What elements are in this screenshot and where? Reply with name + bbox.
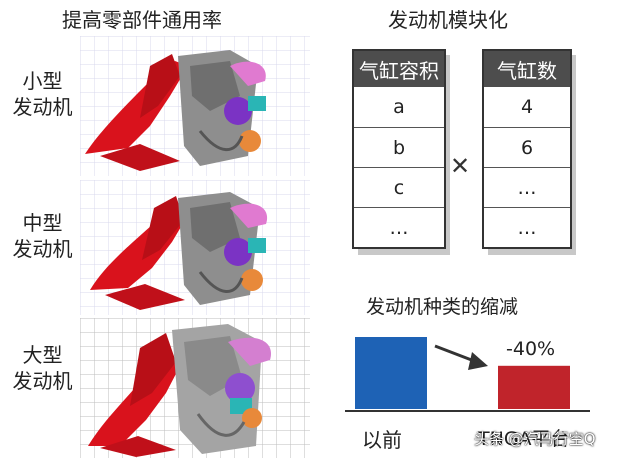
cylinder-count-cell: 4: [520, 96, 534, 118]
watermark: 头条 @汽马行空Q: [474, 430, 596, 448]
displacement-cell: …: [354, 207, 444, 247]
bar-label-before: 以前: [362, 428, 402, 452]
displacement-header: 气缸容积: [354, 51, 444, 87]
bar-before: [355, 337, 427, 409]
change-label: -40%: [506, 338, 556, 360]
cylinder-count-table: 气缸数 4 6 … …: [482, 49, 572, 249]
engine-label-large: 大型 发动机: [5, 342, 80, 394]
modularity-left-title: 提高零部件通用率: [62, 8, 222, 32]
engine-label-line2: 发动机: [12, 369, 73, 393]
displacement-cell: a: [393, 96, 405, 118]
cylinder-count-header: 气缸数: [484, 51, 570, 87]
displacement-cell: b: [354, 127, 444, 167]
engine-illustration-large: [80, 318, 310, 458]
multiply-symbol: ✕: [450, 152, 471, 180]
displacement-cell: c: [354, 167, 444, 207]
engine-label-line1: 大型: [22, 343, 63, 367]
displacement-table: 气缸容积 a b c …: [352, 49, 446, 249]
engine-label-line2: 发动机: [12, 95, 73, 119]
engine-label-line2: 发动机: [12, 237, 73, 261]
engine-label-line1: 小型: [22, 69, 63, 93]
engine-illustration-small: [80, 36, 310, 176]
bar-tnga: [498, 365, 570, 409]
engine-illustration-medium: [80, 180, 310, 315]
modularity-right-title: 发动机模块化: [388, 8, 508, 32]
reduction-title: 发动机种类的缩减: [366, 296, 519, 318]
arrowhead-icon: [468, 352, 488, 370]
cylinder-count-cell: …: [484, 167, 570, 207]
engine-label-small: 小型 发动机: [5, 68, 80, 120]
cylinder-count-cell: …: [484, 207, 570, 247]
engine-label-medium: 中型 发动机: [5, 210, 80, 262]
cylinder-count-cell: 6: [484, 127, 570, 167]
bar-label-tnga: TNGA平台: [478, 428, 570, 450]
engine-label-line1: 中型: [22, 211, 63, 235]
reduction-chart: [345, 337, 590, 412]
